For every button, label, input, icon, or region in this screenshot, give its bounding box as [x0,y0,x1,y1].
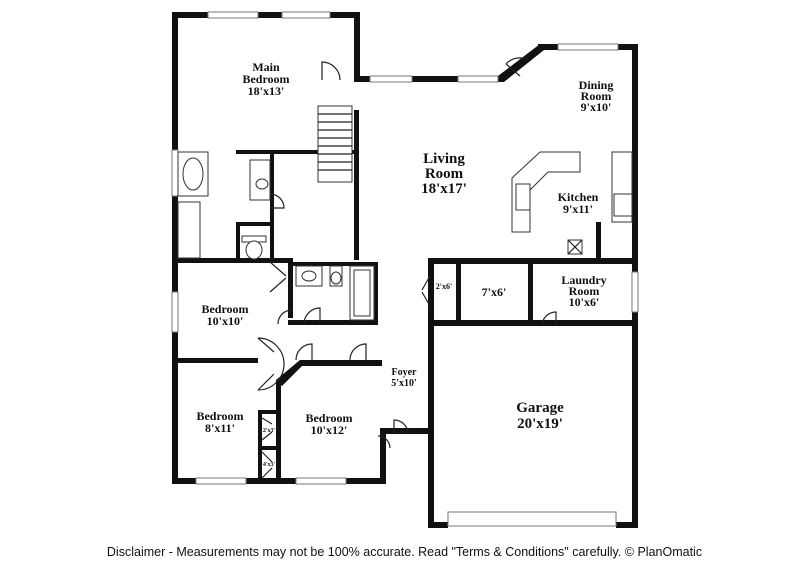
closet-2x3-label: 2'x3' [263,428,276,434]
living-room-label-2: Room [425,166,464,182]
closet-4x3-label: 4'x3' [263,462,276,468]
laundry-room-label-2: Room [569,284,600,298]
bedroom-right-label: Bedroom [305,411,352,425]
living-room-label: Living [423,151,465,167]
dining-room-label: Dining [579,78,614,92]
doors [257,57,557,479]
dining-room-label-2: Room [581,89,612,103]
interior-walls [172,110,638,480]
stairs [317,105,353,183]
bedroom-left-size: 8'x11' [205,421,235,435]
main-bedroom-label: Main [252,60,280,74]
foyer-label: Foyer [392,367,418,378]
living-room-size: 18'x17' [421,181,467,197]
garage-label: Garage [516,400,564,416]
bedroom-right-size: 10'x12' [311,423,348,437]
exterior-walls [172,12,638,528]
closet-2x6-label: 2'x6' [436,282,452,291]
kitchen-fixtures [511,151,633,255]
garage-size: 20'x19' [517,416,563,432]
main-bedroom-size: 18'x13' [248,84,285,98]
bedroom-left-label: Bedroom [196,409,243,423]
bedroom-mid-size: 10'x10' [207,314,244,328]
bedroom-mid-label: Bedroom [201,302,248,316]
dining-room-size: 9'x10' [581,100,612,114]
windows [171,11,639,485]
foyer-size: 5'x10' [391,378,417,389]
room-labels: Main Bedroom 18'x13' Living Room 18'x17'… [196,60,613,468]
kitchen-size: 9'x11' [563,202,593,216]
kitchen-label: Kitchen [558,190,599,204]
room-7x6-label: 7'x6' [482,285,507,299]
main-bedroom-label-2: Bedroom [242,72,289,86]
laundry-room-label: Laundry [561,273,606,287]
laundry-room-size: 10'x6' [569,295,600,309]
bath-fixtures [177,151,375,321]
disclaimer-text: Disclaimer - Measurements may not be 100… [106,545,703,559]
